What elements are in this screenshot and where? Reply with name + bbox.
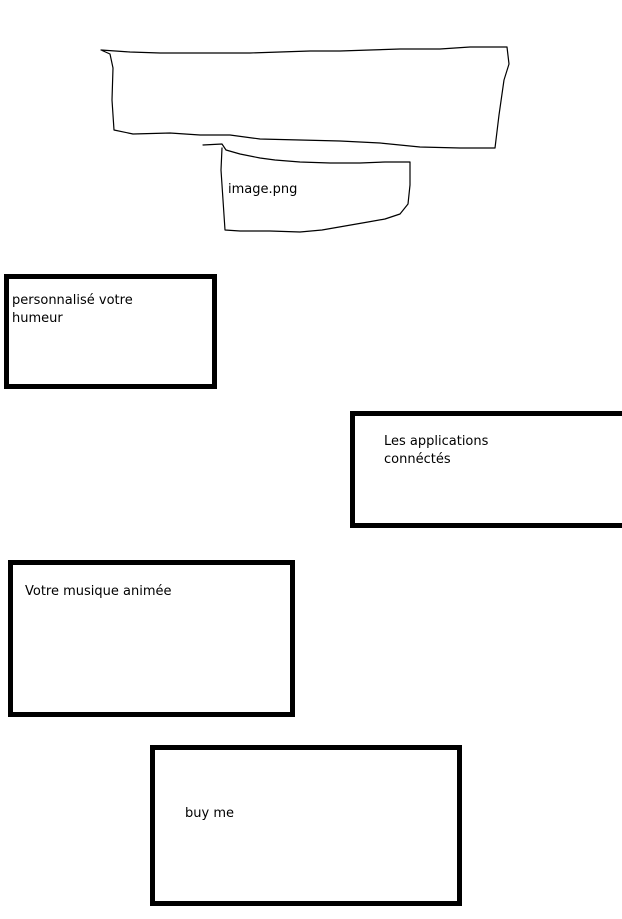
buy-me-label: buy me	[185, 806, 234, 821]
image-placeholder-label: image.png	[228, 182, 298, 197]
mood-card[interactable]: personnalisé votre humeur	[4, 274, 217, 389]
animated-music-label: Votre musique animée	[25, 584, 172, 599]
image-placeholder-shape	[202, 143, 411, 233]
banner-shape	[100, 46, 510, 149]
connected-apps-label: Les applications connéctés	[384, 434, 489, 467]
mood-card-label: personnalisé votre humeur	[12, 293, 133, 326]
animated-music-card[interactable]: Votre musique animée	[8, 560, 295, 717]
buy-me-button[interactable]: buy me	[150, 745, 462, 906]
connected-apps-card[interactable]: Les applications connéctés	[350, 411, 622, 528]
